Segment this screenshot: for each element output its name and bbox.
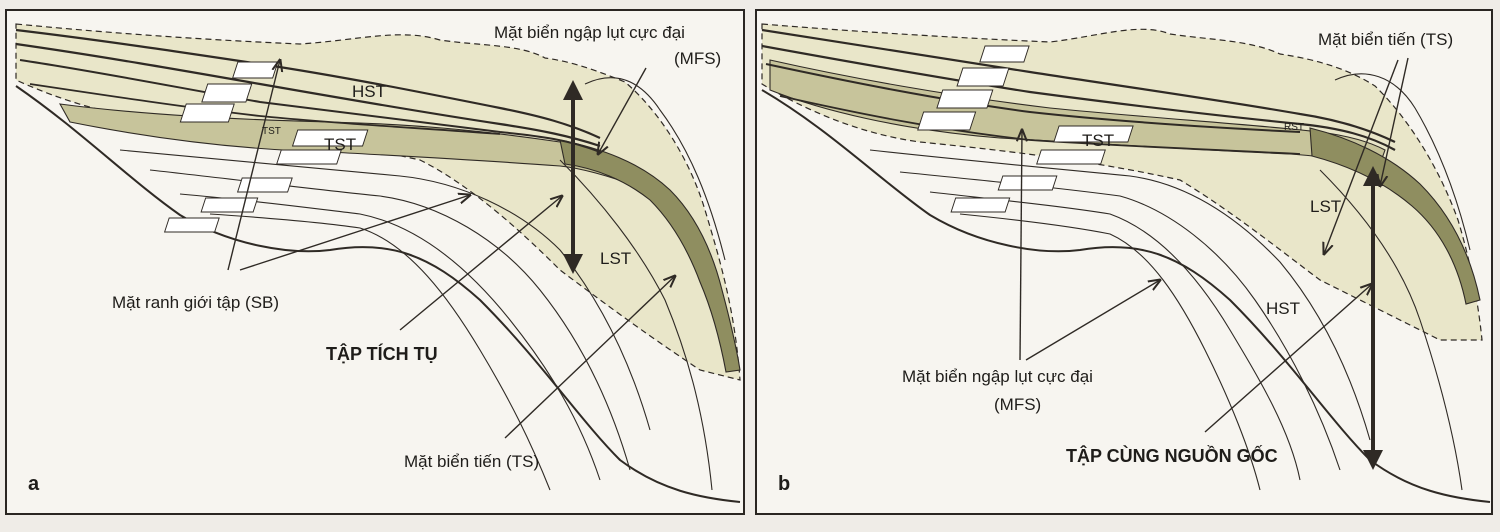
- panel-b-block-2: [956, 67, 1010, 87]
- panel-b-mfs-pointer-1: [1020, 130, 1022, 361]
- panel-a-layer-1: [15, 28, 601, 139]
- panel-a-block-5: [276, 149, 342, 165]
- panel-b-block-8: [950, 197, 1011, 213]
- panel-a-block-7: [200, 197, 259, 213]
- panel-a-clinoform-3: [179, 193, 601, 481]
- panel-a-ts-pointer: [504, 276, 675, 439]
- panel-b-mfs-label: Mặt biển ngập lụt cực đại: [902, 367, 1093, 386]
- panel-a: Mặt biển ngập lụt cực đại (MFS) HST TST …: [5, 9, 745, 515]
- panel-a-mfs-abbr: (MFS): [674, 49, 721, 68]
- panel-b-clinoform-6: [1334, 73, 1471, 251]
- panel-b-block-6: [1036, 149, 1106, 165]
- panel-b-layer-4: [779, 95, 1301, 155]
- panel-a-block-4: [291, 129, 369, 147]
- panel-a-ts-label: Mặt biển tiến (TS): [404, 452, 539, 471]
- panel-b-mfs-pointer-2: [1025, 280, 1160, 361]
- panel-a-sb-pointer-1: [227, 60, 280, 271]
- panel-a-title-pointer: [399, 196, 562, 331]
- panel-b-letter: b: [778, 473, 790, 495]
- panel-a-letter: a: [28, 473, 40, 495]
- panel-a-clinoform-1: [119, 149, 651, 431]
- panel-b-layer-2: [761, 44, 1396, 151]
- panel-b-block-7: [997, 175, 1058, 191]
- panel-a-hst-label: HST: [352, 82, 386, 101]
- panel-a-block-8: [163, 217, 220, 233]
- panel-b-ts-pointer-1: [1380, 57, 1409, 186]
- panel-b-rst-label: RST: [1284, 122, 1304, 133]
- panel-a-sb-pointer-2: [239, 195, 470, 271]
- panel-a-block-3: [179, 103, 235, 123]
- panel-b: Mặt biển tiến (TS) TST RST LST HST Mặt b…: [755, 9, 1493, 515]
- panel-a-layer-4: [29, 83, 501, 135]
- panel-b-block-5: [1053, 125, 1134, 143]
- panel-a-tst-label: TST: [324, 135, 356, 154]
- panel-b-block-1: [979, 45, 1030, 63]
- panel-b-ts-label: Mặt biển tiến (TS): [1318, 30, 1453, 49]
- panel-b-title: TẬP CÙNG NGUỒN GỐC: [1066, 445, 1278, 466]
- panel-a-sequence-boundary: [15, 85, 741, 503]
- panel-b-lst-label: LST: [1310, 197, 1341, 216]
- panel-a-clinoform-5: [559, 159, 713, 491]
- panel-a-title: TẬP TÍCH TỤ: [326, 343, 438, 364]
- panel-a-layer-3: [19, 59, 601, 153]
- panel-b-layer-3: [765, 63, 1301, 133]
- panel-b-layer-1: [761, 28, 1396, 143]
- panel-a-clinoform-4: [209, 213, 551, 491]
- panel-a-tst-small-label: TST: [262, 126, 281, 137]
- panel-a-lst-label: LST: [600, 249, 631, 268]
- panel-a-mfs-label: Mặt biển ngập lụt cực đại: [494, 23, 685, 42]
- panel-a-clinoform-6: [584, 77, 726, 261]
- panel-a-block-2: [201, 83, 253, 103]
- panel-b-ts-pointer-2: [1324, 59, 1399, 254]
- panel-b-clinoform-1: [869, 149, 1371, 441]
- panel-b-clinoform-3: [929, 191, 1301, 481]
- panel-b-mfs-abbr: (MFS): [994, 395, 1041, 414]
- panel-a-block-1: [231, 61, 279, 79]
- panel-b-title-pointer: [1204, 284, 1372, 433]
- panel-b-tst-label: TST: [1082, 131, 1114, 150]
- panel-a-mfs-pointer: [598, 67, 647, 154]
- panel-a-sb-label: Mặt ranh giới tập (SB): [112, 293, 279, 312]
- panel-b-block-4: [917, 111, 977, 131]
- panel-b-block-3: [936, 89, 994, 109]
- panel-b-hst-label: HST: [1266, 299, 1300, 318]
- panel-b-clinoform-5: [1319, 169, 1463, 491]
- panel-a-layer-2: [15, 42, 601, 148]
- panel-a-block-6: [236, 177, 293, 193]
